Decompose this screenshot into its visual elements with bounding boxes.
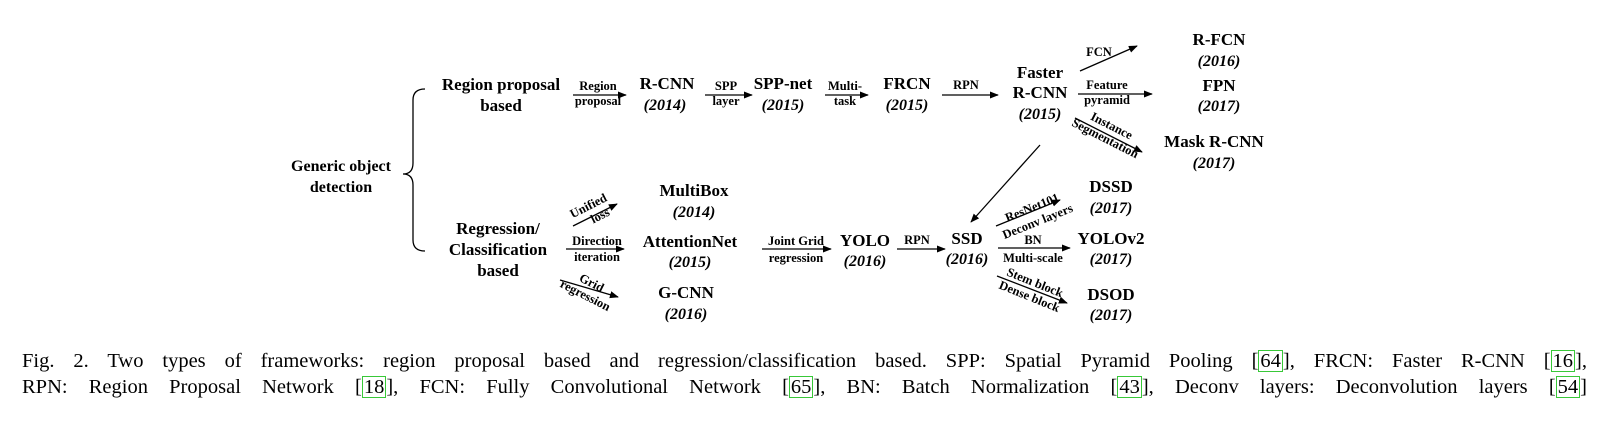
node-year: (2016) bbox=[665, 306, 708, 323]
node-name: G-CNN bbox=[658, 283, 714, 302]
edge-faster-to-ssd bbox=[970, 144, 1041, 223]
edge-stem-dense: Stem block Dense block bbox=[996, 265, 1068, 315]
edge-label-line2: layer bbox=[712, 94, 740, 108]
edge-grid-regression: Grid regression bbox=[558, 271, 619, 314]
citation-link[interactable]: 65 bbox=[788, 376, 814, 398]
node-yolo: YOLO (2016) bbox=[840, 231, 890, 270]
edge-instance-segmentation: Instance Segmentation bbox=[1070, 109, 1143, 161]
node-year: (2016) bbox=[844, 253, 887, 270]
edge-label: FCN bbox=[1086, 45, 1112, 59]
node-year: (2015) bbox=[762, 97, 805, 114]
node-name: SPP-net bbox=[754, 74, 813, 93]
branch-regression: Regression/ Classification based bbox=[449, 219, 548, 280]
edge-label-line1: Multi- bbox=[828, 79, 862, 93]
node-year: (2015) bbox=[1019, 106, 1062, 123]
node-gcnn: G-CNN (2016) bbox=[658, 283, 714, 323]
node-name: DSSD bbox=[1089, 177, 1132, 196]
edge-rpn-top: RPN bbox=[942, 78, 999, 99]
root-node: Generic object detection bbox=[291, 158, 392, 196]
node-fpn: FPN (2017) bbox=[1198, 76, 1241, 115]
edge-label-line1: Joint Grid bbox=[768, 234, 824, 248]
node-mask-rcnn: Mask R-CNN (2017) bbox=[1164, 132, 1264, 172]
node-multibox: MultiBox (2014) bbox=[660, 181, 729, 221]
node-dsod: DSOD (2017) bbox=[1087, 285, 1134, 324]
branch-regression-line1: Regression/ bbox=[456, 219, 540, 238]
edge-label-line2: task bbox=[834, 94, 856, 108]
edge-spp-layer: SPP layer bbox=[705, 79, 753, 108]
edge-label-line1: Direction bbox=[572, 234, 622, 248]
root-label-line2: detection bbox=[310, 179, 372, 196]
node-year: (2015) bbox=[669, 254, 712, 271]
edge-joint-grid-regression: Joint Grid regression bbox=[762, 234, 832, 265]
node-year: (2014) bbox=[644, 97, 687, 114]
node-name: R-CNN bbox=[640, 74, 695, 93]
edge-direction-iteration: Direction iteration bbox=[566, 234, 625, 264]
edge-rpn-bottom: RPN bbox=[897, 233, 946, 253]
citation-link[interactable]: 43 bbox=[1117, 376, 1142, 398]
branch-brace bbox=[402, 88, 426, 252]
edge-region-proposal: Region proposal bbox=[573, 79, 627, 108]
node-year: (2017) bbox=[1193, 155, 1236, 172]
node-name-line1: Faster bbox=[1017, 63, 1064, 82]
node-rfcn: R-FCN (2016) bbox=[1193, 30, 1247, 70]
node-frcn: FRCN (2015) bbox=[883, 74, 931, 114]
edge-label-line1: BN bbox=[1024, 233, 1041, 247]
edge-label-line1: Region bbox=[579, 79, 617, 93]
citation-link[interactable]: 18 bbox=[361, 376, 387, 398]
node-name: R-FCN bbox=[1193, 30, 1247, 49]
node-name: YOLO bbox=[840, 231, 890, 250]
edge-feature-pyramid: Feature pyramid bbox=[1078, 78, 1153, 107]
branch-region-line2: based bbox=[480, 96, 522, 115]
node-year: (2017) bbox=[1090, 200, 1133, 217]
citation-link[interactable]: 54 bbox=[1555, 376, 1581, 398]
node-name: SSD bbox=[951, 229, 982, 248]
node-year: (2017) bbox=[1198, 98, 1241, 115]
edge-bn-multiscale: BN Multi-scale bbox=[998, 233, 1071, 265]
node-year: (2017) bbox=[1090, 307, 1133, 324]
node-year: (2016) bbox=[946, 251, 989, 268]
edge-label-line1: Feature bbox=[1086, 78, 1128, 92]
citation-link[interactable]: 64 bbox=[1258, 350, 1283, 372]
node-year: (2017) bbox=[1090, 251, 1133, 268]
figure-caption: Fig. 2. Two types of frameworks: region … bbox=[22, 348, 1587, 400]
branch-regression-line3: based bbox=[477, 261, 519, 280]
branch-region-proposal: Region proposal based bbox=[442, 75, 561, 115]
root-label-line1: Generic object bbox=[291, 158, 392, 175]
node-name: YOLOv2 bbox=[1077, 229, 1144, 248]
node-sppnet: SPP-net (2015) bbox=[754, 74, 813, 114]
edge-label-line2: proposal bbox=[575, 94, 622, 108]
caption-line-1: Fig. 2. Two types of frameworks: region … bbox=[22, 350, 1587, 372]
edge-unified-loss: Unified loss bbox=[568, 191, 618, 227]
framework-diagram: Generic object detection Region proposal… bbox=[291, 30, 1265, 324]
node-name: MultiBox bbox=[660, 181, 729, 200]
node-name: AttentionNet bbox=[643, 232, 738, 251]
node-yolov2: YOLOv2 (2017) bbox=[1077, 229, 1144, 268]
node-name: FRCN bbox=[883, 74, 931, 93]
edge-label: RPN bbox=[953, 78, 979, 92]
branch-region-line1: Region proposal bbox=[442, 75, 561, 94]
node-attentionnet: AttentionNet (2015) bbox=[643, 232, 738, 271]
node-name-line2: R-CNN bbox=[1013, 83, 1068, 102]
edge-fcn: FCN bbox=[1079, 45, 1138, 72]
edge-label: RPN bbox=[904, 233, 930, 247]
edge-label-line2: regression bbox=[769, 251, 823, 265]
node-name: Mask R-CNN bbox=[1164, 132, 1264, 151]
citation-link[interactable]: 16 bbox=[1550, 350, 1576, 372]
edge-label-line2: Multi-scale bbox=[1003, 251, 1063, 265]
node-ssd: SSD (2016) bbox=[946, 229, 989, 268]
node-faster-rcnn: Faster R-CNN (2015) bbox=[1013, 63, 1068, 123]
node-name: DSOD bbox=[1087, 285, 1134, 304]
node-rcnn: R-CNN (2014) bbox=[640, 74, 695, 114]
node-year: (2014) bbox=[673, 204, 716, 221]
node-dssd: DSSD (2017) bbox=[1089, 177, 1132, 217]
edge-label-line2: pyramid bbox=[1084, 93, 1130, 107]
branch-regression-line2: Classification bbox=[449, 240, 548, 259]
edge-label-line1: SPP bbox=[715, 79, 738, 93]
node-year: (2015) bbox=[886, 97, 929, 114]
caption-line-2: RPN: Region Proposal Network [18], FCN: … bbox=[22, 376, 1587, 398]
edge-label-line2: iteration bbox=[574, 250, 620, 264]
node-name: FPN bbox=[1202, 76, 1236, 95]
node-year: (2016) bbox=[1198, 53, 1241, 70]
edge-multi-task: Multi- task bbox=[825, 79, 869, 108]
